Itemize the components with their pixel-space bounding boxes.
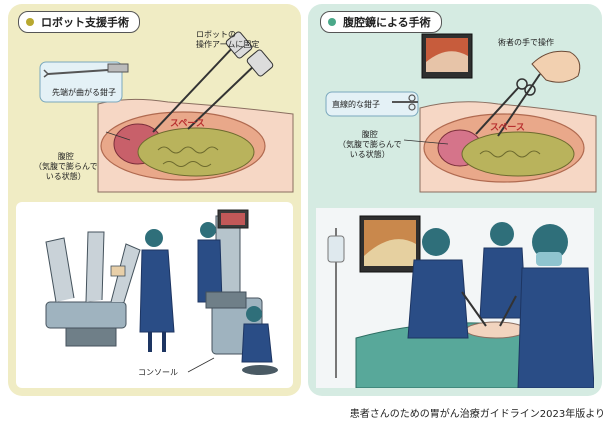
console-label: コンソール (138, 368, 178, 377)
cavity-label-line3: いる状態） (45, 172, 86, 181)
robot-surgery-title: ロボット支援手術 (18, 11, 140, 33)
robot-arm-1 (152, 43, 237, 133)
straight-forceps-label: 直線的な鉗子 (332, 100, 380, 109)
straight-instrument-1 (475, 87, 519, 135)
robot-or-illustration (45, 209, 278, 375)
surgeon-3-head (532, 224, 568, 260)
laparoscopic-operating-room-scene (316, 208, 594, 388)
console-surgeon-head (246, 306, 262, 322)
cavity-label-line3: いる状態） (349, 150, 390, 159)
laparoscopic-abdomen-diagram (325, 33, 597, 193)
nurse-head (200, 222, 216, 238)
console-surgeon-body (241, 323, 273, 363)
cavity-label-line2: （気腹で膨らんで (34, 162, 98, 171)
surgeon-2-head (490, 222, 514, 246)
robot-surgery-panel: ロボット支援手術 ロボットの 操作アームに固定 先端が曲がる鉗子 スペース 腹腔… (8, 4, 301, 396)
space-label: スペース (490, 123, 525, 133)
surgeon-1-head (422, 228, 450, 256)
arm-label-line1: ロボットの (196, 30, 236, 39)
robot-surgery-title-text: ロボット支援手術 (41, 16, 129, 29)
arm-label: ロボットの 操作アームに固定 (196, 30, 259, 50)
bullet-icon (328, 18, 336, 26)
laparoscopic-surgery-title-text: 腹腔鏡による手術 (343, 16, 431, 29)
surgeon-1-body (407, 259, 469, 339)
robot-arm-2 (187, 61, 259, 130)
robot-arms (45, 231, 141, 303)
cavity-label-line1: 腹腔 (57, 152, 74, 161)
cavity-label: 腹腔 （気腹で膨らんで いる状態） (338, 130, 402, 160)
source-credit: 患者さんのための胃がん治療ガイドライン2023年版より (349, 409, 605, 420)
laparoscopic-surgery-title: 腹腔鏡による手術 (320, 11, 442, 33)
robot-cart (45, 301, 127, 329)
robot-abdomen-diagram (97, 31, 294, 193)
surgeon-2-body (479, 247, 527, 319)
surgeon-hand (531, 50, 581, 83)
bedside-surgeon-body (139, 249, 175, 333)
curved-forceps-label: 先端が曲がる鉗子 (52, 88, 116, 97)
cavity-label-line2: （気腹で膨らんで (338, 140, 402, 149)
laparoscopic-surgery-panel: 腹腔鏡による手術 術者の手で操作 直線的な鉗子 スペース 腹腔 （気腹で膨らんで… (308, 4, 602, 396)
surgeon-3-body (517, 267, 594, 388)
bedside-surgeon-head (145, 229, 163, 247)
arm-label-line2: 操作アームに固定 (196, 40, 260, 49)
straight-instrument-2 (497, 73, 541, 137)
hand-operation-label: 術者の手で操作 (498, 38, 554, 47)
laparoscopic-or-illustration (316, 208, 594, 388)
bullet-icon (26, 18, 34, 26)
space-label: スペース (170, 119, 205, 129)
robot-operating-room-scene: コンソール (16, 202, 293, 388)
cavity-label-line1: 腹腔 (361, 130, 378, 139)
forceps-callout (39, 61, 129, 103)
cavity-label: 腹腔 （気腹で膨らんで いる状態） (34, 152, 98, 182)
bowel-organ (461, 131, 575, 177)
